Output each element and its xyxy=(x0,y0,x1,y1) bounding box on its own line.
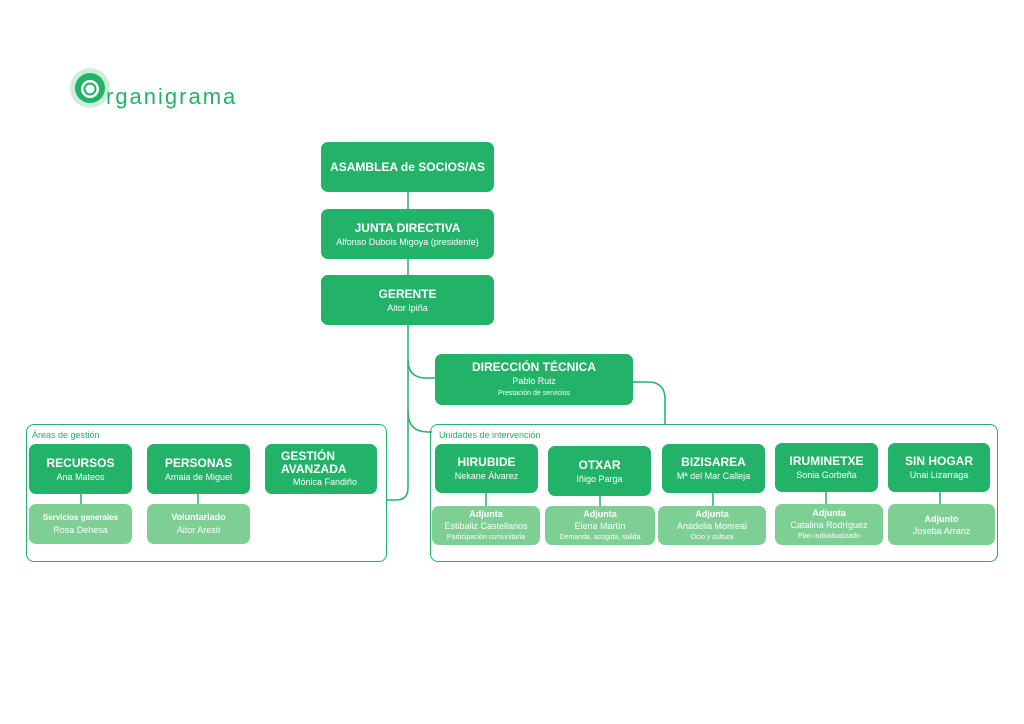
unit-sub-name: Catalina Rodríguez xyxy=(790,519,868,530)
unit-box-sin-hogar: SIN HOGAR Unai Lizarraga xyxy=(888,443,990,492)
personas-sub-box: Voluntariado Aitor Aresti xyxy=(147,504,250,544)
junta-box: JUNTA DIRECTIVA Alfonso Dubois Migoya (p… xyxy=(321,209,494,259)
unit-sub-title: Adjunta xyxy=(695,508,729,519)
recursos-sub-title: Servicios generales xyxy=(42,513,119,522)
recursos-title: RECURSOS xyxy=(46,455,115,470)
areas-label: Áreas de gestión xyxy=(32,430,100,440)
gerente-box: GERENTE Aitor Ipiña xyxy=(321,275,494,325)
recursos-sub-name: Rosa Dehesa xyxy=(53,525,108,535)
unit-title: BIZISAREA xyxy=(681,455,746,469)
unit-box-bizisarea: BIZISAREA Mª del Mar Calleja xyxy=(662,444,765,493)
gerente-name: Aitor Ipiña xyxy=(387,302,428,313)
direccion-box: DIRECCIÓN TÉCNICA Pablo Ruiz Prestación … xyxy=(435,354,633,405)
unit-title: HIRUBIDE xyxy=(457,455,516,469)
unit-sub-title: Adjunta xyxy=(469,508,503,519)
unit-box-hirubide: HIRUBIDE Nekane Álvarez xyxy=(435,444,538,493)
personas-name: Amaia de Miguel xyxy=(164,471,233,482)
areas-frame xyxy=(26,424,387,562)
unit-sub-note: Demanda, acogida, salida xyxy=(559,533,641,541)
unit-sub-box-otxar: Adjunta Elena Martín Demanda, acogida, s… xyxy=(545,506,655,545)
unit-sub-box-iruminetxe: Adjunta Catalina Rodríguez Plan individu… xyxy=(775,504,883,545)
gestion-name: Mónica Fandiño xyxy=(293,476,358,487)
unit-name: Nekane Álvarez xyxy=(454,471,519,481)
unit-sub-box-sin-hogar: Adjunto Joseba Arranz xyxy=(888,504,995,545)
unit-sub-box-bizisarea: Adjunta Anadelia Monreal Ocio y cultura xyxy=(658,506,766,545)
direccion-note: Prestación de servicios xyxy=(498,390,570,397)
unit-box-otxar: OTXAR Iñigo Parga xyxy=(548,446,651,496)
unit-name: Sonia Gorbeña xyxy=(796,470,857,480)
personas-box: PERSONAS Amaia de Miguel xyxy=(147,444,250,494)
direccion-title: DIRECCIÓN TÉCNICA xyxy=(471,360,596,374)
gestion-title-line1: GESTIÓN xyxy=(281,448,336,463)
gerente-title: GERENTE xyxy=(378,286,437,301)
asamblea-title: ASAMBLEA de SOCIOS/AS xyxy=(330,160,485,174)
gestion-title-line2: AVANZADA xyxy=(281,461,347,476)
unit-title: SIN HOGAR xyxy=(904,454,973,468)
unit-sub-box-hirubide: Adjunta Estibaliz Castellanos Participac… xyxy=(432,506,540,545)
unit-sub-note: Participación comunitaria xyxy=(446,533,526,541)
recursos-sub-box: Servicios generales Rosa Dehesa xyxy=(29,504,132,544)
unit-sub-title: Adjunta xyxy=(812,507,846,518)
unit-sub-note: Ocio y cultura xyxy=(690,533,734,541)
recursos-name: Ana Mateos xyxy=(56,471,105,482)
unit-sub-note: Plan individualizado xyxy=(798,532,860,540)
unit-name: Mª del Mar Calleja xyxy=(676,471,751,481)
unit-name: Iñigo Parga xyxy=(576,473,623,484)
gestion-box: GESTIÓN AVANZADA Mónica Fandiño xyxy=(265,444,377,494)
personas-title: PERSONAS xyxy=(164,455,233,470)
logo-text: rganigrama xyxy=(106,84,238,109)
unit-box-iruminetxe: IRUMINETXE Sonia Gorbeña xyxy=(775,443,878,492)
unidades-label: Unidades de intervención xyxy=(439,430,541,440)
unit-title: OTXAR xyxy=(578,457,621,472)
recursos-box: RECURSOS Ana Mateos xyxy=(29,444,132,494)
unit-sub-name: Joseba Arranz xyxy=(912,525,971,536)
unit-sub-name: Elena Martín xyxy=(574,520,626,531)
direccion-name: Pablo Ruiz xyxy=(512,376,556,386)
logo-mark xyxy=(70,68,110,108)
personas-sub-title: Voluntariado xyxy=(171,512,226,522)
unit-sub-name: Estibaliz Castellanos xyxy=(444,520,528,531)
unit-title: IRUMINETXE xyxy=(789,454,864,468)
unit-name: Unai Lizarraga xyxy=(909,470,969,480)
junta-title: JUNTA DIRECTIVA xyxy=(354,220,461,235)
asamblea-box: ASAMBLEA de SOCIOS/AS xyxy=(321,142,494,192)
personas-sub-name: Aitor Aresti xyxy=(176,525,221,535)
unidades-frame xyxy=(430,424,998,562)
junta-name: Alfonso Dubois Migoya (presidente) xyxy=(336,236,479,247)
unit-sub-title: Adjunta xyxy=(583,508,617,519)
unit-sub-name: Anadelia Monreal xyxy=(676,520,748,531)
unit-sub-title: Adjunto xyxy=(924,513,959,524)
